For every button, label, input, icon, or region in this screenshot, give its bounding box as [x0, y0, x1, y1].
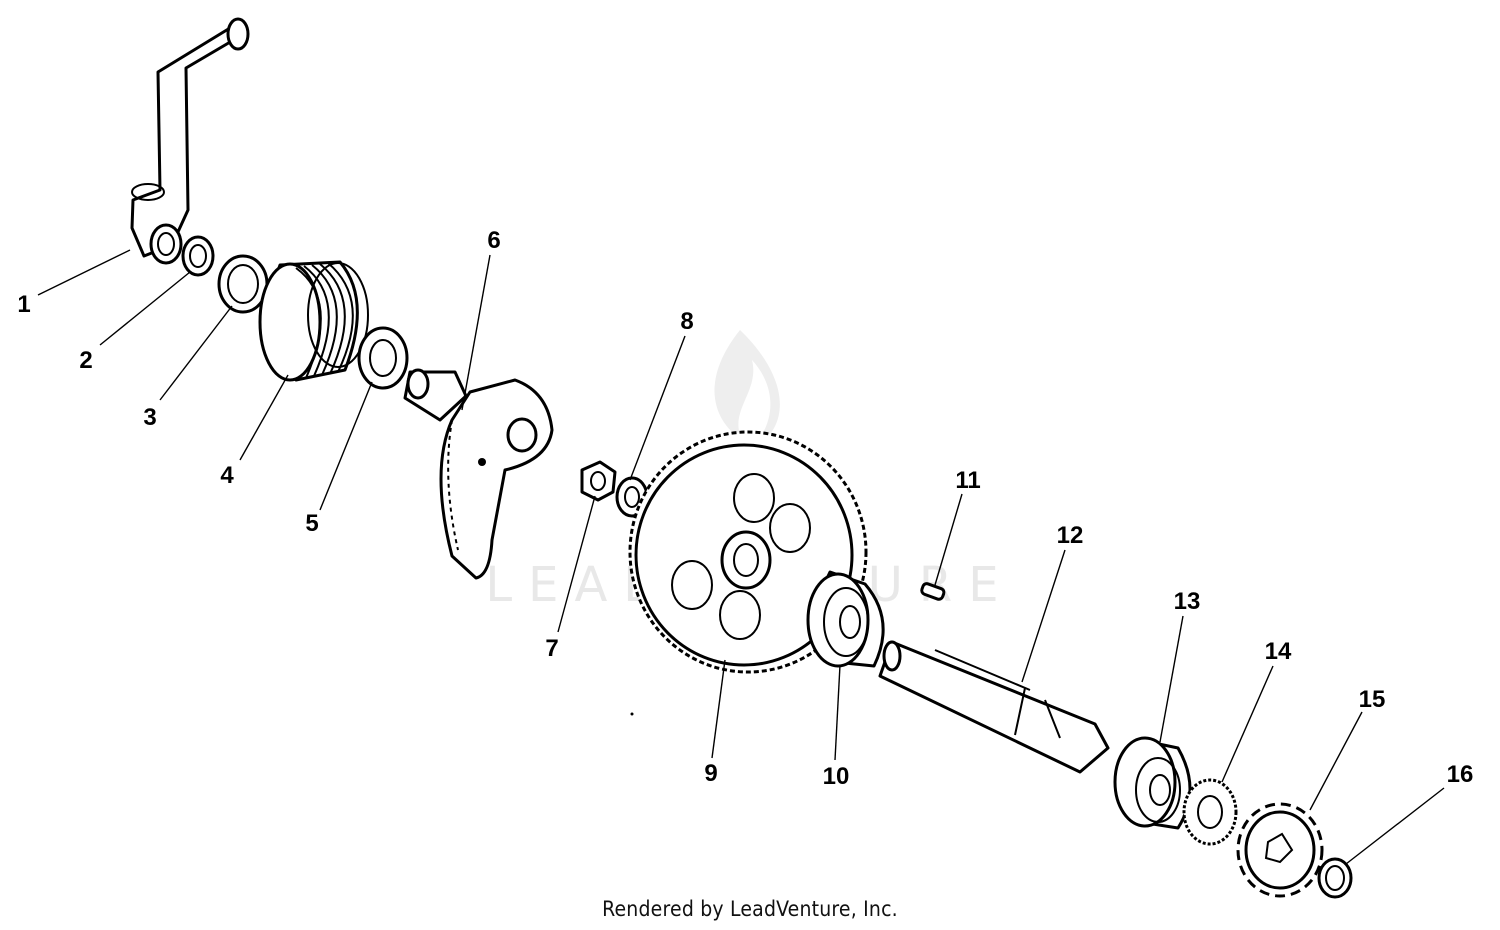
callout-16: 16: [1447, 761, 1474, 788]
part-4-spring: [258, 260, 369, 382]
callout-numbers: 1 2 3 4 5 6 7 8 9 10 11 12 13 14 15 16: [17, 227, 1473, 790]
part-3-washer: [217, 254, 269, 314]
callout-12: 12: [1057, 522, 1084, 549]
callout-15: 15: [1359, 686, 1386, 713]
callout-8: 8: [680, 308, 693, 335]
callout-11: 11: [955, 467, 980, 494]
part-14-seal: [1182, 778, 1238, 846]
callout-14: 14: [1265, 638, 1292, 665]
callout-9: 9: [704, 760, 717, 787]
leader-lines: [37, 249, 1445, 865]
watermark-flame-icon: [714, 330, 780, 448]
callout-4: 4: [220, 462, 234, 489]
callout-13: 13: [1174, 588, 1201, 615]
part-11-key: [920, 582, 946, 601]
callout-10: 10: [823, 763, 850, 790]
part-9-large-gear: [628, 430, 868, 674]
callout-3: 3: [143, 404, 156, 431]
callout-5: 5: [305, 510, 318, 537]
part-5-bushing: [357, 326, 409, 390]
callout-1: 1: [17, 291, 30, 318]
callout-7: 7: [545, 635, 558, 662]
part-12-shaft: [878, 640, 1110, 774]
part-2-washer: [181, 235, 215, 277]
part-1-kick-lever: [130, 17, 250, 265]
callout-2: 2: [79, 347, 92, 374]
part-13-bearing: [1113, 736, 1192, 830]
part-16-snap-ring: [1317, 857, 1353, 899]
callout-6: 6: [487, 227, 500, 254]
part-7-nut: [580, 460, 617, 502]
render-credit: Rendered by LeadVenture, Inc.: [602, 897, 898, 921]
part-6-kick-shaft: [403, 368, 554, 580]
part-10-bearing: [806, 570, 885, 668]
stray-dot: [630, 712, 634, 716]
part-15-sprocket: [1236, 802, 1324, 898]
